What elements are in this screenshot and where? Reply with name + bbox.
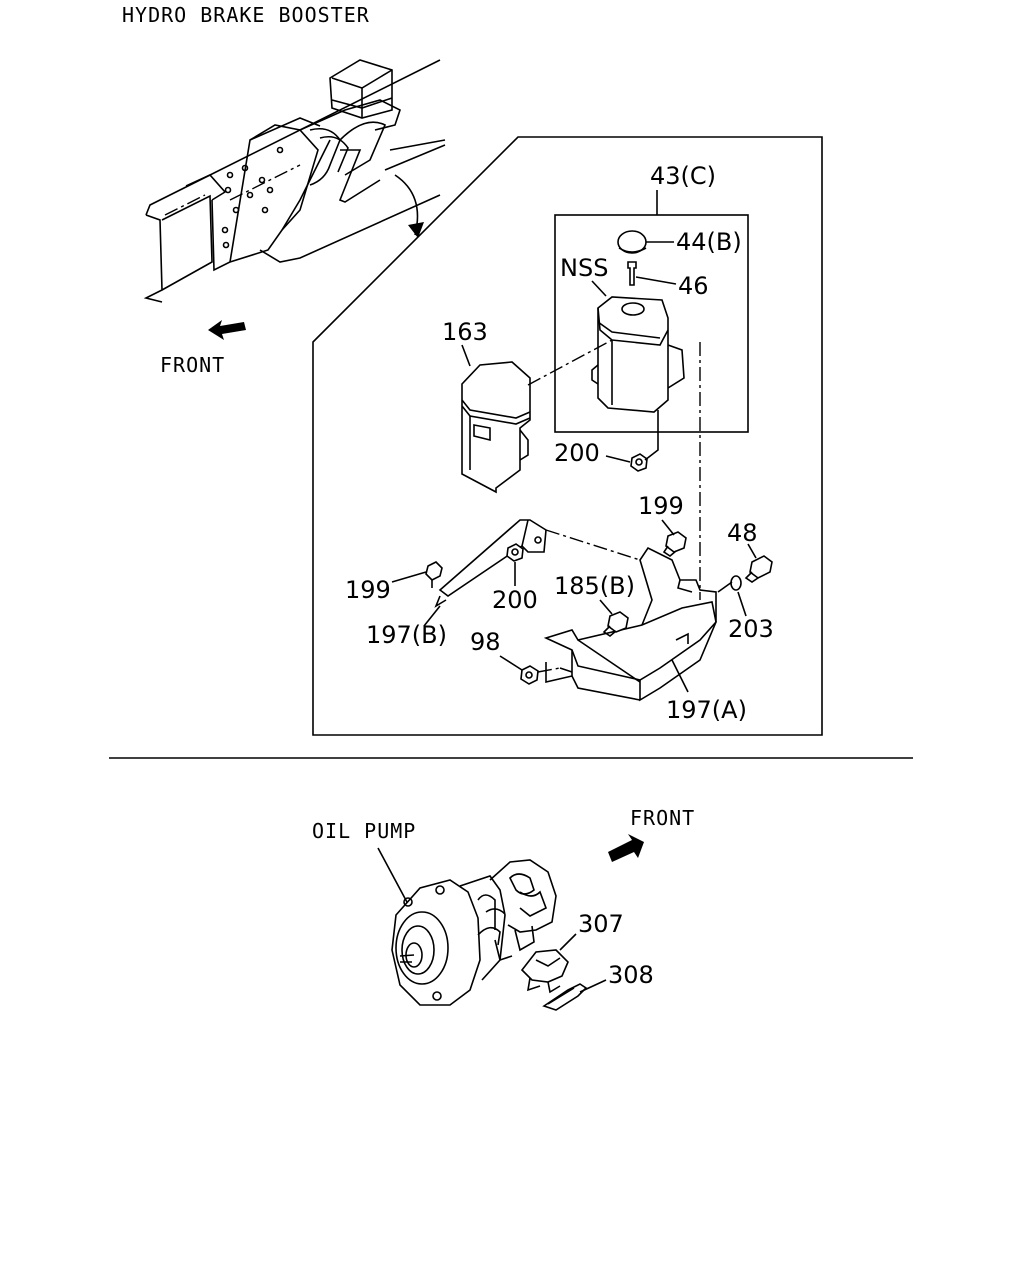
stud-line — [644, 410, 659, 461]
leader-163 — [461, 344, 471, 367]
dashline-98 — [537, 667, 561, 673]
callout-48: 48 — [727, 519, 758, 547]
callout-185b: 185(B) — [554, 572, 635, 600]
strainer-46 — [627, 261, 637, 286]
callout-200-lower: 200 — [492, 586, 538, 614]
callout-163: 163 — [442, 318, 488, 346]
leader-200-upper — [605, 455, 631, 463]
leader-199-left — [391, 571, 427, 583]
nut-200-upper — [630, 453, 648, 472]
callout-46: 46 — [678, 272, 709, 300]
bracket-197b — [434, 519, 547, 608]
leader-197a — [671, 659, 689, 693]
callout-197a: 197(A) — [666, 696, 747, 724]
oil-pump-illustration — [391, 859, 557, 1006]
frame-rail-holes — [221, 146, 284, 249]
callout-43c: 43(C) — [650, 162, 716, 190]
nut-98 — [520, 665, 539, 685]
leader-307 — [559, 933, 577, 951]
callout-200-upper: 200 — [554, 439, 600, 467]
callout-44b: 44(B) — [676, 228, 742, 256]
hydro-brake-booster-title: HYDRO BRAKE BOOSTER — [122, 3, 370, 27]
fitting-307 — [520, 949, 569, 994]
leader-197b — [423, 605, 441, 627]
callout-98: 98 — [470, 628, 501, 656]
bracket-197a — [543, 546, 717, 702]
reservoir-cap-44b — [617, 230, 647, 254]
leader-oil-pump — [377, 847, 409, 905]
leader-nss — [591, 280, 607, 297]
callout-197b: 197(B) — [366, 621, 447, 649]
dashline-brackets — [545, 529, 641, 561]
bolt-185b — [602, 611, 629, 637]
callout-199-upper: 199 — [638, 492, 684, 520]
bolt-48 — [744, 555, 773, 583]
leader-203 — [737, 591, 747, 617]
clip-308 — [542, 983, 588, 1011]
bolt-199-upper — [662, 531, 687, 557]
bolt-199-left — [425, 561, 443, 588]
front-arrow-bottom-icon — [608, 834, 644, 862]
leader-185b — [599, 599, 613, 615]
reservoir-tank — [591, 296, 685, 413]
washer-203 — [730, 575, 742, 591]
detail-frame — [312, 136, 823, 736]
leader-199-upper — [661, 519, 675, 536]
leader-washer-line — [717, 581, 733, 593]
reservoir-assembly-box — [554, 214, 749, 433]
leader-48 — [747, 543, 757, 559]
nut-200-lower — [506, 543, 524, 562]
front-label-bottom: FRONT — [630, 806, 695, 830]
callout-199-left: 199 — [345, 576, 391, 604]
front-label-top: FRONT — [160, 353, 225, 377]
leader-98 — [499, 655, 523, 671]
leader-308 — [579, 979, 607, 993]
callout-nss: NSS — [560, 254, 608, 282]
callout-arc-arrow-icon — [408, 222, 424, 238]
oil-pump-title: OIL PUMP — [312, 819, 416, 843]
callout-203: 203 — [728, 615, 774, 643]
front-arrow-icon — [208, 320, 246, 340]
callout-308: 308 — [608, 961, 654, 989]
dashline-cover-tank — [527, 339, 613, 386]
cover-163 — [461, 361, 531, 494]
frame-rail-illustration — [143, 59, 446, 303]
callout-307: 307 — [578, 910, 624, 938]
leader-46 — [635, 276, 677, 285]
